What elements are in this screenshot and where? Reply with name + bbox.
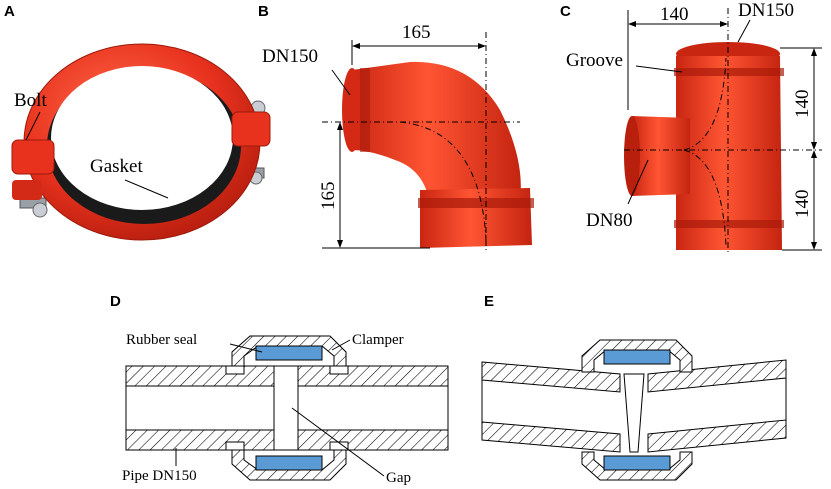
dim-c-vertical-1: 140 xyxy=(792,90,813,119)
panel-b: B 165 165 DN150 xyxy=(258,3,534,250)
dim-c-vertical-2: 140 xyxy=(792,190,813,219)
label-gap: Gap xyxy=(386,470,411,486)
elbow-photo xyxy=(342,61,534,248)
label-c-dn80: DN80 xyxy=(586,210,632,231)
leader-bolt xyxy=(25,111,41,141)
panel-letter-c: C xyxy=(560,3,571,20)
panel-letter-a: A xyxy=(4,3,15,20)
panel-letter-e: E xyxy=(484,293,494,310)
label-gasket: Gasket xyxy=(90,156,143,177)
label-clamper: Clamper xyxy=(352,332,404,348)
coupling-photo xyxy=(11,43,271,241)
section-e-drawing xyxy=(481,339,787,481)
label-c-dn150-top: DN150 xyxy=(738,0,794,21)
panel-d: D Rubber seal Clamper xyxy=(110,293,449,486)
panel-e: E xyxy=(481,293,787,481)
label-bolt: Bolt xyxy=(14,90,47,111)
label-b-dn150: DN150 xyxy=(262,46,318,67)
dim-b-vertical: 165 xyxy=(318,182,339,211)
label-pipe-dn150: Pipe DN150 xyxy=(122,468,197,484)
panel-letter-b: B xyxy=(258,3,269,20)
panel-c: C 140 DN150 Groove 140 140 DN xyxy=(560,0,822,252)
section-d-drawing xyxy=(125,335,449,481)
dim-b-horizontal: 165 xyxy=(402,22,431,43)
tee-photo xyxy=(624,42,784,250)
dim-c-horizontal: 140 xyxy=(660,4,689,25)
label-groove: Groove xyxy=(566,50,623,71)
label-rubber-seal: Rubber seal xyxy=(126,332,197,348)
panel-letter-d: D xyxy=(110,293,121,310)
leader-gasket xyxy=(124,179,169,199)
panel-a: A Bolt Gasket xyxy=(4,3,271,241)
